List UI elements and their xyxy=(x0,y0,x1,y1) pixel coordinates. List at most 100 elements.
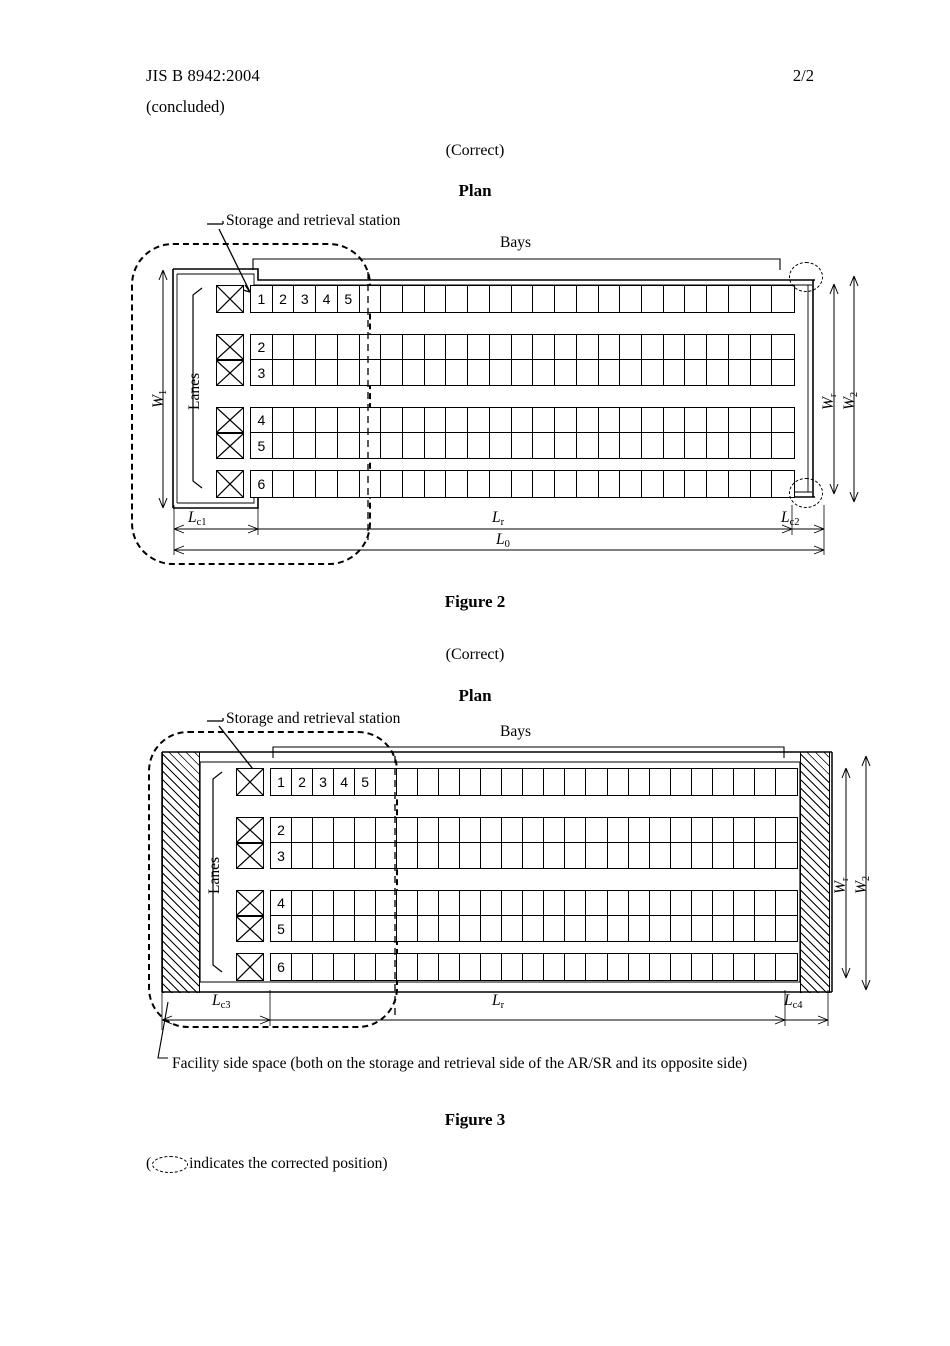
bay-cell xyxy=(425,433,447,458)
fig2-plan-label: Plan xyxy=(458,181,492,200)
bay-cell xyxy=(397,954,419,980)
bay-cell xyxy=(629,891,650,915)
bay-cell xyxy=(671,891,692,915)
bay-cell xyxy=(608,891,629,915)
bay-cell xyxy=(360,433,382,458)
fig2-lane-row-2: 2 xyxy=(250,334,795,360)
fig3-correct-label: (Correct) xyxy=(445,646,505,663)
bay-cell xyxy=(713,769,734,795)
bay-cell xyxy=(502,954,524,980)
bay-cell xyxy=(650,843,671,868)
bay-cell xyxy=(418,769,440,795)
bay-cell xyxy=(586,843,608,868)
bay-cell xyxy=(523,891,545,915)
bay-cell xyxy=(316,335,338,359)
bay-cell xyxy=(338,408,360,432)
fig3-lane-row-5: 5 xyxy=(270,916,798,942)
bay-cell xyxy=(512,433,534,458)
bay-cell xyxy=(555,360,577,385)
bay-cell xyxy=(316,433,338,458)
bay-cell xyxy=(751,360,773,385)
fig3-station-label: Storage and retrieval station xyxy=(226,710,401,727)
bay-cell xyxy=(577,286,599,312)
bay-cell xyxy=(599,471,621,497)
fig2-corrected-circle-bottom xyxy=(789,478,823,508)
bay-cell xyxy=(713,916,734,941)
standard-number: JIS B 8942:2004 xyxy=(146,66,260,85)
bay-cell xyxy=(734,818,755,842)
bay-cell xyxy=(565,843,587,868)
fig2-label-Lc2: Lc2 xyxy=(781,509,800,528)
bay-cell xyxy=(439,916,461,941)
bay-cell xyxy=(565,916,587,941)
bay-cell xyxy=(729,471,751,497)
bay-cell: 3 xyxy=(313,769,335,795)
bay-cell xyxy=(642,335,664,359)
fig2-bays-label: Bays xyxy=(500,234,531,251)
bay-cell xyxy=(707,360,729,385)
fig3-corrected-region xyxy=(148,731,398,1028)
fig3-footnote: Facility side space (both on the storage… xyxy=(172,1055,748,1072)
bay-cell: 3 xyxy=(294,286,317,312)
bay-cell xyxy=(642,408,664,432)
continuation-label: (concluded) xyxy=(146,97,225,116)
bay-cell xyxy=(729,408,751,432)
bay-cell xyxy=(468,408,490,432)
bay-cell xyxy=(490,471,512,497)
legend-suffix: indicates the corrected position) xyxy=(189,1155,388,1172)
bay-cell xyxy=(425,335,447,359)
fig3-footnote-leader xyxy=(157,1001,169,1059)
bay-cell xyxy=(599,360,621,385)
dashed-ellipse-icon xyxy=(152,1155,189,1173)
bay-cell xyxy=(523,769,545,795)
bay-cell xyxy=(381,408,404,432)
fig3-bays-label: Bays xyxy=(500,723,531,740)
bay-cell xyxy=(664,433,686,458)
bay-cell xyxy=(334,954,356,980)
bay-cell xyxy=(685,286,708,312)
bay-cell xyxy=(577,471,599,497)
bay-cell xyxy=(397,769,419,795)
bay-cell xyxy=(565,818,587,842)
bay-cell xyxy=(533,433,556,458)
bay-cell xyxy=(360,471,382,497)
bay-cell xyxy=(490,408,512,432)
bay-cell xyxy=(403,408,425,432)
bay-cell xyxy=(599,408,621,432)
bay-cell xyxy=(523,818,545,842)
bay-cell xyxy=(751,335,773,359)
bay-cell xyxy=(565,954,587,980)
bay-cell xyxy=(565,891,587,915)
bay-cell xyxy=(502,891,524,915)
fig3-lanes-bracket xyxy=(212,771,223,973)
bay-cell xyxy=(707,286,729,312)
bay-cell xyxy=(397,843,419,868)
fig2-station-icon-lane1 xyxy=(216,285,244,313)
bay-cell xyxy=(544,818,566,842)
bay-cell xyxy=(751,471,773,497)
bay-cell xyxy=(376,843,398,868)
bay-cell xyxy=(692,891,713,915)
bay-cell xyxy=(620,286,642,312)
bay-cell xyxy=(685,408,708,432)
bay-cell xyxy=(734,891,755,915)
figure-2-diagram: Storage and retrieval station Bays xyxy=(0,0,950,580)
bay-cell xyxy=(334,843,356,868)
bay-cell xyxy=(468,286,490,312)
bay-cell xyxy=(608,843,629,868)
bay-cell xyxy=(512,286,534,312)
bay-cell xyxy=(468,360,490,385)
fig2-station-leader-line xyxy=(207,221,251,293)
bay-cell xyxy=(313,843,335,868)
bay-cell xyxy=(446,335,469,359)
bay-cell xyxy=(642,286,664,312)
bay-cell xyxy=(460,891,482,915)
bay-cell xyxy=(316,360,338,385)
bay-cell xyxy=(512,335,534,359)
bay-cell xyxy=(555,471,577,497)
fig3-lanes-label: Lanes xyxy=(206,856,223,894)
bay-cell xyxy=(555,286,577,312)
bay-cell xyxy=(555,335,577,359)
bay-cell xyxy=(664,286,686,312)
bay-cell xyxy=(776,954,797,980)
